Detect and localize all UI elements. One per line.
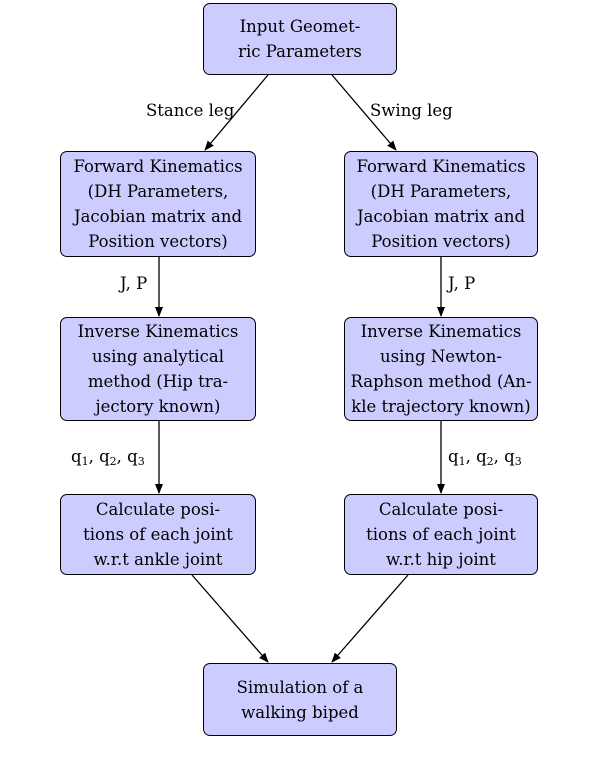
edge-label-swing-leg: Swing leg (370, 101, 453, 120)
node-text-line: Forward Kinematics (73, 157, 243, 176)
separator: , (493, 447, 505, 466)
separator: , (116, 447, 128, 466)
edge-label-stance-leg: Stance leg (146, 101, 235, 120)
subscript: 3 (137, 455, 145, 468)
node-text-line: using Newton- (380, 347, 502, 366)
node-text-line: (DH Parameters, (370, 182, 512, 201)
q-symbol: q (504, 447, 515, 466)
node-text-line: Jacobian matrix and (73, 207, 243, 226)
subscript: 3 (514, 455, 522, 468)
subscript: 1 (81, 455, 89, 468)
subscript: 1 (458, 455, 466, 468)
node-text-line: Position vectors) (88, 232, 228, 251)
node-text-line: w.r.t ankle joint (93, 550, 223, 569)
node-forward-kinematics-left: Forward Kinematics (DH Parameters, Jacob… (60, 151, 256, 257)
node-text-line: Simulation of a (236, 677, 364, 697)
node-calculate-positions-left: Calculate posi- tions of each joint w.r.… (60, 494, 256, 575)
q-symbol: q (127, 447, 138, 466)
node-text-line: Forward Kinematics (356, 157, 526, 176)
q-symbol: q (476, 447, 487, 466)
node-input-geometric-parameters: Input Geomet- ric Parameters (203, 3, 397, 75)
node-text-line: Calculate posi- (378, 500, 504, 519)
node-text-line: jectory known) (95, 397, 221, 416)
node-text-line: tions of each joint (366, 525, 516, 544)
arrow-input-to-fk-right (331, 74, 397, 151)
node-text-line: (DH Parameters, (87, 182, 229, 201)
node-text-line: Inverse Kinematics (360, 322, 522, 341)
node-text-line: using analytical (92, 347, 224, 366)
node-text-line: w.r.t hip joint (386, 550, 496, 569)
separator: , (465, 447, 477, 466)
node-text-line: method (Hip tra- (87, 372, 229, 391)
edge-label-q-right: q1, q2, q3 (448, 447, 522, 467)
arrow-input-to-fk-left (204, 74, 269, 151)
subscript: 2 (486, 455, 494, 468)
arrow-calc-right-to-sim (331, 574, 409, 663)
q-symbol: q (448, 447, 459, 466)
subscript: 2 (109, 455, 117, 468)
node-simulation-walking-biped: Simulation of a walking biped (203, 663, 397, 736)
node-text-line: kle trajectory known) (351, 397, 531, 416)
node-calculate-positions-right: Calculate posi- tions of each joint w.r.… (344, 494, 538, 575)
node-text-line: tions of each joint (83, 525, 233, 544)
node-text-line: Inverse Kinematics (77, 322, 239, 341)
edge-label-jp-left: J, P (120, 274, 148, 293)
node-inverse-kinematics-left: Inverse Kinematics using analytical meth… (60, 317, 256, 421)
node-inverse-kinematics-right: Inverse Kinematics using Newton- Raphson… (344, 317, 538, 421)
node-text-line: walking biped (241, 702, 359, 722)
node-text-line: Input Geomet- (239, 17, 361, 36)
node-forward-kinematics-right: Forward Kinematics (DH Parameters, Jacob… (344, 151, 538, 257)
edge-label-q-left: q1, q2, q3 (71, 447, 145, 467)
node-text-line: Jacobian matrix and (356, 207, 526, 226)
separator: , (88, 447, 100, 466)
node-text-line: Raphson method (An- (350, 372, 532, 391)
node-text-line: Position vectors) (371, 232, 511, 251)
arrow-calc-left-to-sim (191, 574, 269, 663)
q-symbol: q (71, 447, 82, 466)
edge-label-jp-right: J, P (448, 274, 476, 293)
node-text-line: ric Parameters (238, 42, 362, 61)
node-text-line: Calculate posi- (95, 500, 221, 519)
q-symbol: q (99, 447, 110, 466)
